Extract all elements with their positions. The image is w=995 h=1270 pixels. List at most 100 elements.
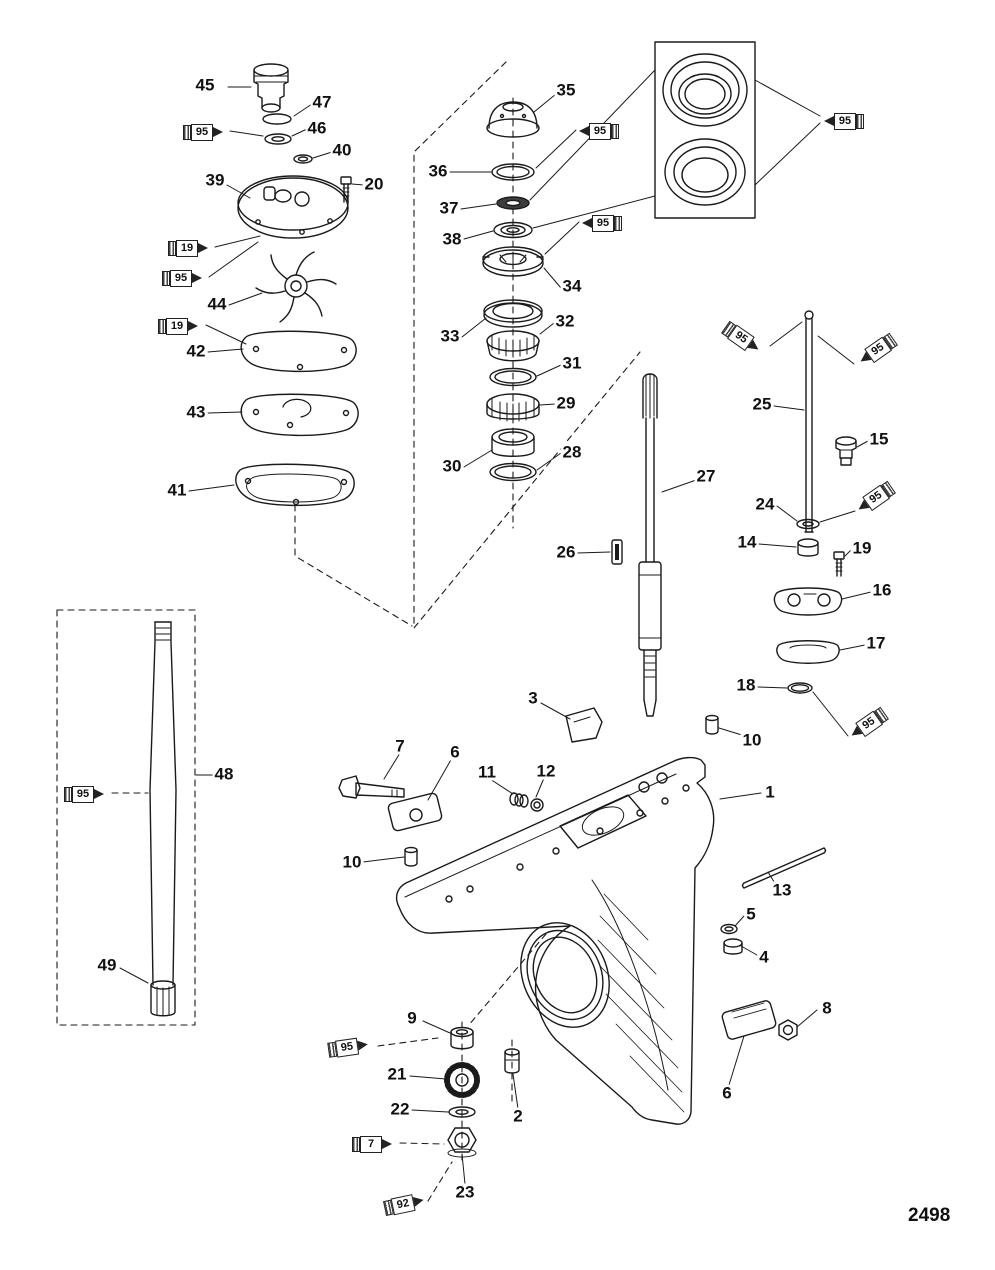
part-28-oring [489, 462, 537, 482]
assembly-axis-lines [111, 61, 641, 1202]
tube-cap [64, 786, 72, 802]
lubricant-tube-19: 19 [158, 317, 198, 335]
part-10-pin-right [705, 714, 719, 735]
callout-36: 36 [426, 161, 450, 181]
part-25-shift-shaft [804, 310, 814, 533]
part-27-driveshaft [638, 373, 662, 717]
tube-label: 95 [334, 1037, 360, 1058]
part-29-roller-bearing [486, 393, 540, 423]
tube-nozzle-icon [188, 321, 198, 331]
tube-cap [611, 123, 619, 139]
callout-48: 48 [212, 764, 236, 784]
callout-49: 49 [95, 955, 119, 975]
callout-3: 3 [526, 688, 540, 708]
part-21-gear [444, 1062, 480, 1098]
callout-leader-lines [119, 86, 872, 1185]
callout-15: 15 [867, 429, 891, 449]
tube-nozzle-icon [213, 127, 223, 137]
part-14-bushing [797, 538, 819, 557]
part-33-bearing-race [483, 299, 543, 328]
callout-32: 32 [553, 311, 577, 331]
callout-10-left: 10 [340, 852, 364, 872]
tube-cap [614, 215, 622, 231]
tube-nozzle-icon [94, 789, 104, 799]
callout-13: 13 [770, 880, 794, 900]
lubricant-tube-95: 95 [183, 123, 223, 141]
callout-30: 30 [440, 456, 464, 476]
lubricant-tube-95: 95 [162, 269, 202, 287]
tube-nozzle-icon [192, 273, 202, 283]
callout-8: 8 [820, 998, 834, 1018]
callout-22: 22 [388, 1099, 412, 1119]
seal-detail-upper [662, 53, 748, 127]
tube-label: 19 [166, 317, 188, 335]
part-19-screw [833, 551, 845, 577]
callout-2: 2 [511, 1106, 525, 1126]
tube-label: 95 [170, 269, 192, 287]
tube-nozzle-icon [382, 1139, 392, 1149]
callout-40: 40 [330, 140, 354, 160]
part-49-spline-end [150, 980, 176, 1017]
part-1-gear-housing [395, 756, 715, 1125]
callout-6-left: 6 [448, 742, 462, 762]
tube-nozzle-icon [824, 116, 834, 126]
tube-nozzle-icon [582, 218, 592, 228]
part-39-water-pump-cover [237, 175, 349, 239]
callout-31: 31 [560, 353, 584, 373]
part-18-oring [787, 682, 813, 694]
part-17-gasket [776, 640, 840, 664]
callout-20: 20 [362, 174, 386, 194]
tube-application-lines [205, 129, 856, 737]
lubricant-tube-95: 95 [64, 785, 104, 803]
callout-25: 25 [750, 394, 774, 414]
part-35-cap [486, 101, 540, 138]
part-41-gasket [235, 463, 355, 507]
part-5-washer [720, 923, 738, 935]
callout-45: 45 [193, 75, 217, 95]
tube-cap [162, 270, 170, 286]
callout-33: 33 [438, 326, 462, 346]
tube-label: 95 [72, 785, 94, 803]
callout-27: 27 [694, 466, 718, 486]
callout-46: 46 [305, 118, 329, 138]
callout-43: 43 [184, 402, 208, 422]
part-12-ring [530, 798, 544, 812]
callout-34: 34 [560, 276, 584, 296]
part-34-bearing-carrier [482, 246, 544, 277]
lubricant-tube-95: 95 [824, 112, 864, 130]
tube-nozzle-icon [198, 243, 208, 253]
part-36-oring [491, 163, 535, 181]
part-23-nut [447, 1127, 477, 1158]
callout-4: 4 [757, 947, 771, 967]
tube-nozzle-icon [357, 1039, 369, 1051]
part-44-impeller [255, 251, 337, 323]
part-40-seal-ring [293, 154, 313, 164]
callout-38: 38 [440, 229, 464, 249]
callout-10-right: 10 [740, 730, 764, 750]
part-30-spacer [491, 428, 535, 457]
callout-42: 42 [184, 341, 208, 361]
lubricant-tube-7: 7 [352, 1135, 392, 1153]
seal-detail-box [654, 41, 756, 219]
tube-cap [168, 240, 176, 256]
callout-5: 5 [744, 904, 758, 924]
tube-nozzle-icon [579, 126, 589, 136]
part-7-bolt [338, 775, 405, 799]
part-9-bushing [450, 1026, 474, 1050]
page-number: 2498 [908, 1205, 951, 1226]
callout-28: 28 [560, 442, 584, 462]
callout-16: 16 [870, 580, 894, 600]
callout-9: 9 [405, 1008, 419, 1028]
callout-1: 1 [763, 782, 777, 802]
part-24-washer [796, 518, 820, 530]
callout-14: 14 [735, 532, 759, 552]
part-4-bushing [723, 938, 743, 955]
tube-label: 95 [589, 122, 611, 140]
callout-29: 29 [554, 393, 578, 413]
tube-cap [158, 318, 166, 334]
callout-35: 35 [554, 80, 578, 100]
part-11-spring [509, 792, 529, 808]
part-47-oring [262, 113, 292, 125]
callout-23: 23 [453, 1182, 477, 1202]
